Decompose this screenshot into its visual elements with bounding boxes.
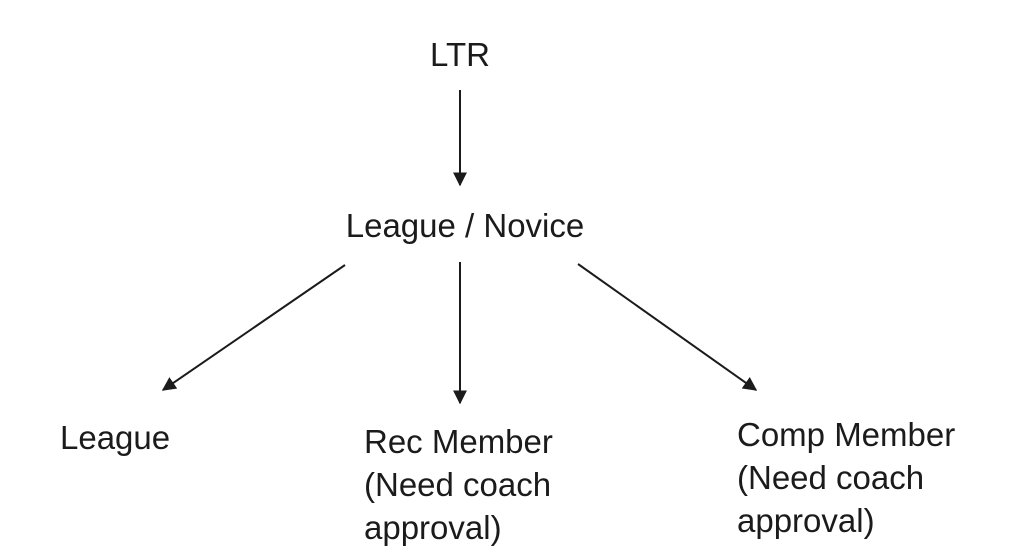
node-ltr: LTR — [430, 36, 490, 73]
node-comp-member-line-1: Comp Member — [737, 416, 956, 453]
node-league-novice: League / Novice — [345, 207, 585, 244]
edge-league-novice-to-league-arrow — [161, 264, 346, 391]
node-rec-member-line-3: approval) — [364, 509, 502, 546]
node-rec-member-line-1: Rec Member — [364, 423, 553, 460]
node-comp-member: Comp Member (Need coach approval) — [737, 413, 955, 542]
node-rec-member: Rec Member (Need coach approval) — [364, 420, 553, 549]
node-league: League — [60, 419, 171, 456]
node-rec-member-line-2: (Need coach — [364, 466, 552, 503]
edge-league-novice-to-comp-member-arrow — [577, 263, 758, 391]
node-comp-member-line-2: (Need coach — [737, 459, 925, 496]
node-comp-member-line-3: approval) — [737, 502, 875, 539]
